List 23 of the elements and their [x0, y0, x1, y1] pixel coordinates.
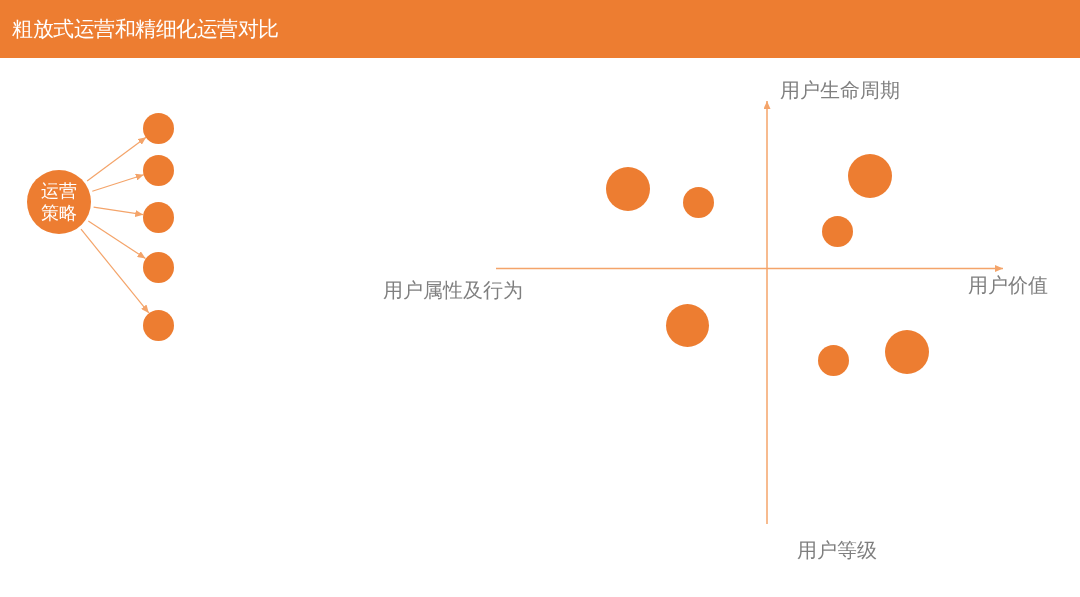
arrow: [93, 206, 144, 217]
dot: [665, 303, 709, 347]
dot: [821, 215, 853, 247]
arrow: [87, 220, 147, 260]
axis-label: 用户生命周期: [780, 78, 900, 102]
dot: [848, 154, 892, 198]
circle: [143, 309, 174, 341]
arrow: [80, 228, 150, 314]
circle: [143, 251, 174, 283]
axis-label: 用户等级: [797, 538, 877, 562]
arrow: [91, 173, 145, 192]
arrow: [86, 136, 147, 182]
axis-label: 用户价值: [968, 273, 1048, 297]
circle: [143, 112, 174, 144]
dot: [817, 344, 849, 376]
axis-label: 用户属性及行为: [383, 278, 523, 302]
dot: [606, 167, 650, 211]
dot: [885, 330, 929, 374]
strategy-circle: 运营策略: [27, 170, 91, 234]
dot: [682, 186, 714, 218]
title: 粗放式运营和精细化运营对比: [12, 17, 279, 41]
circle: [143, 154, 174, 186]
circle: [143, 201, 174, 233]
